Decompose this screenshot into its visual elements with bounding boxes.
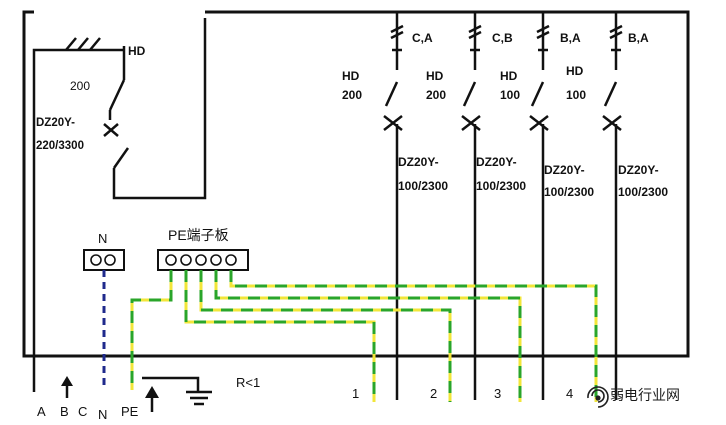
phase-label-b: B [60,404,69,419]
branch-breaker-4 [602,12,623,400]
branch-1-model-line1: DZ20Y- [398,155,439,169]
pe-terminal-screw [225,254,237,266]
branch-3-model-line1: DZ20Y- [544,163,585,177]
branch-2-current: 200 [426,88,446,102]
branch-breaker-2 [461,12,482,400]
branch-2-phase: C,B [492,31,513,45]
branch-1-phase: C,A [412,31,433,45]
outlet-label-4: 4 [566,386,573,401]
branch-1-switch-label: HD [342,69,360,83]
outgoing-arrow-icon [145,386,159,412]
phase-label-a: A [37,404,46,419]
phase-label-c: C [78,404,87,419]
neutral-label: N [98,407,107,422]
branch-4-model-line1: DZ20Y- [618,163,659,177]
main-breaker-current: 200 [70,79,90,93]
pe-terminal-label: PE端子板 [168,227,229,243]
pe-terminal-screw [180,254,192,266]
branch-3-switch-label: HD [500,69,518,83]
branch-2-model-line1: DZ20Y- [476,155,517,169]
n-terminal-block [83,249,125,271]
branch-4-switch-label: HD [566,64,584,78]
n-terminal-screw [104,254,116,266]
incoming-arrow-icon [61,376,73,398]
main-breaker [32,18,207,392]
branch-2-model-line2: 100/2300 [476,179,526,193]
branch-2-switch-label: HD [426,69,444,83]
outlet-label-1: 1 [352,386,359,401]
pe-terminal-screw [165,254,177,266]
main-breaker-model-line2: 220/3300 [36,140,84,152]
branch-breaker-1 [383,12,404,400]
n-terminal-screw [90,254,102,266]
outlet-label-2: 2 [430,386,437,401]
outlet-label-3: 3 [494,386,501,401]
pe-terminal-screw [195,254,207,266]
branch-breaker-3 [529,12,550,400]
pe-wires [130,270,598,402]
ground-symbol-icon [142,376,212,406]
pe-label: PE [121,404,139,419]
branch-4-phase: B,A [628,31,649,45]
main-breaker-model-line1: DZ20Y- [36,117,75,129]
branch-4-model-line2: 100/2300 [618,185,668,199]
n-terminal-label: N [98,231,107,246]
branch-4-current: 100 [566,88,586,102]
branch-1-current: 200 [342,88,362,102]
branch-1-model-line2: 100/2300 [398,179,448,193]
watermark-text: 弱电行业网 [610,388,680,404]
branch-3-model-line2: 100/2300 [544,185,594,199]
pe-terminal-screw [210,254,222,266]
branch-3-current: 100 [500,88,520,102]
branch-3-phase: B,A [560,31,581,45]
cabinet-outline [22,10,690,358]
main-breaker-switch-label: HD [128,44,146,58]
ground-resistance-label: R<1 [236,375,260,390]
watermark-logo-icon [587,386,609,408]
